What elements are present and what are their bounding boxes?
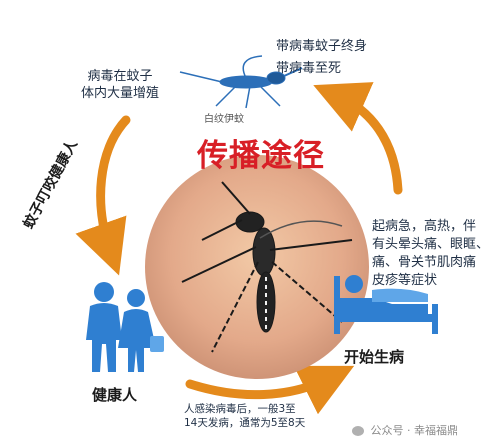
wechat-icon	[352, 426, 364, 436]
mosquito-icon	[181, 181, 353, 353]
node-symptoms: 起病急，高热，伴 有头晕头痛、眼眶、 痛、骨关节肌肉痛 皮疹等症状	[372, 218, 489, 290]
node-symptoms-line-2: 有头晕头痛、眼眶、	[372, 237, 490, 252]
node-virus-replication: 病毒在蚊子 体内大量增殖	[60, 68, 180, 102]
node-virus-replication-line-1: 病毒在蚊子	[87, 69, 153, 84]
node-symptoms-line-4: 皮疹等症状	[372, 273, 438, 288]
diagram-title: 传播途径	[197, 138, 325, 174]
node-mosquito-carrier-line-2: 带病毒至死	[276, 61, 342, 76]
node-symptoms-line-1: 起病急，高热，伴	[372, 219, 477, 234]
mosquito-species-label: 白纹伊蚊	[204, 114, 244, 125]
watermark: 公众号 · 幸福福鼎	[352, 422, 458, 438]
node-incubation: 人感染病毒后，一般3至 14天发病，通常为5至8天	[184, 402, 305, 430]
node-mosquito-carrier: 带病毒蚊子终身 带病毒至死	[276, 38, 367, 77]
arrow-bottom-arc	[185, 365, 355, 415]
node-incubation-line-2: 14天发病，通常为5至8天	[184, 417, 306, 429]
node-symptoms-line-3: 痛、骨关节肌肉痛	[372, 255, 477, 270]
node-mosquito-carrier-line-1: 带病毒蚊子终身	[276, 39, 368, 54]
healthy-people-icon	[86, 282, 164, 372]
aedes-mosquito-icon	[179, 55, 303, 109]
node-virus-replication-line-2: 体内大量增殖	[80, 86, 159, 101]
arrow-left-arc	[75, 115, 131, 276]
watermark-text: 公众号 · 幸福福鼎	[370, 424, 459, 437]
arrow-right-arc	[313, 82, 403, 195]
node-onset: 开始生病	[344, 348, 405, 366]
mosquito-photo-circle	[145, 155, 369, 379]
patient-bed-icon	[334, 275, 438, 334]
node-healthy: 健康人	[92, 386, 138, 404]
node-incubation-line-1: 人感染病毒后，一般3至	[184, 403, 296, 415]
